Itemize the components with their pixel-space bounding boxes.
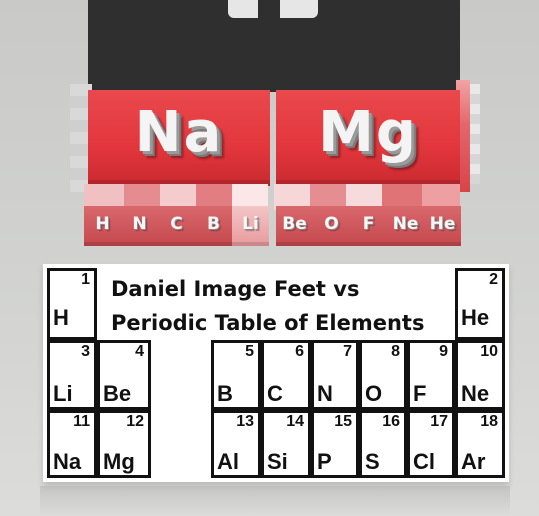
small-tile-label: N (132, 214, 147, 234)
tile-strip-top (84, 184, 460, 210)
small-tile: O (313, 206, 350, 246)
element-cell-cl: 17 Cl (407, 410, 455, 478)
element-cell-ar: 18 Ar (455, 410, 505, 478)
element-cell-na: 11 Na (47, 410, 97, 478)
atomic-number: 10 (480, 343, 498, 360)
atomic-number: 18 (480, 413, 498, 430)
element-symbol: F (413, 381, 427, 406)
small-tile: Be (276, 206, 313, 246)
atomic-number: 1 (81, 271, 90, 288)
small-tile-label: Li (242, 214, 259, 234)
small-tile: H (84, 206, 121, 246)
element-cell-s: 16 S (359, 410, 407, 478)
element-cell-n: 7 N (311, 340, 359, 410)
element-symbol: N (317, 381, 333, 406)
element-cell-b: 5 B (211, 340, 261, 410)
element-symbol: Mg (103, 449, 135, 474)
big-tile-na: Na (88, 90, 270, 186)
element-symbol: S (365, 449, 380, 474)
small-tile-label: B (207, 214, 220, 234)
table-title: Daniel Image Feet vs Periodic Table of E… (111, 272, 455, 340)
element-symbol: P (317, 449, 332, 474)
atomic-number: 13 (236, 413, 254, 430)
atomic-number: 6 (295, 343, 304, 360)
small-tile: B (195, 206, 232, 246)
big-tile-label: Na (134, 100, 224, 165)
element-symbol: H (53, 305, 69, 330)
element-cell-o: 8 O (359, 340, 407, 410)
atomic-number: 14 (286, 413, 304, 430)
element-symbol: Li (53, 381, 73, 406)
small-tile-label: F (362, 214, 375, 234)
element-symbol: Si (267, 449, 288, 474)
small-tile-label: C (170, 214, 183, 234)
atomic-number: 5 (245, 343, 254, 360)
partial-glyph (228, 0, 318, 18)
element-cell-li: 3 Li (47, 340, 97, 410)
element-cell-c: 6 C (261, 340, 311, 410)
element-cell-h: 1 H (47, 268, 97, 340)
title-line-2: Periodic Table of Elements (111, 311, 425, 335)
small-tile: He (424, 206, 461, 246)
small-tile-label: H (95, 214, 110, 234)
floor-reflection (40, 486, 510, 516)
small-tile: Ne (387, 206, 424, 246)
periodic-table-card: Daniel Image Feet vs Periodic Table of E… (43, 264, 509, 482)
atomic-number: 3 (81, 343, 90, 360)
small-tile: N (121, 206, 158, 246)
element-cell-p: 15 P (311, 410, 359, 478)
element-cell-al: 13 Al (211, 410, 261, 478)
small-tile-row: H N C B Li Be O F Ne He (84, 206, 464, 246)
element-symbol: O (365, 381, 383, 406)
element-symbol: Ne (461, 381, 490, 406)
small-tile: C (158, 206, 195, 246)
atomic-number: 16 (382, 413, 400, 430)
atomic-number: 9 (439, 343, 448, 360)
small-tile-label: Ne (392, 214, 419, 234)
atomic-number: 7 (343, 343, 352, 360)
atomic-number: 11 (73, 413, 90, 430)
element-symbol: Be (103, 381, 132, 406)
atomic-number: 17 (430, 413, 448, 430)
atomic-number: 15 (334, 413, 352, 430)
small-tile-label: He (429, 214, 456, 234)
element-cell-mg: 12 Mg (97, 410, 151, 478)
title-line-1: Daniel Image Feet vs (111, 277, 360, 301)
element-symbol: Al (217, 449, 239, 474)
atomic-number: 12 (126, 413, 144, 430)
small-tile-label: O (324, 214, 339, 234)
atomic-number: 4 (135, 343, 144, 360)
element-symbol: Cl (413, 449, 435, 474)
atomic-number: 8 (391, 343, 400, 360)
element-symbol: Na (53, 449, 82, 474)
side-ribbon-right-dots (470, 84, 480, 184)
element-symbol: C (267, 381, 283, 406)
element-cell-he: 2 He (455, 268, 505, 340)
side-ribbon-left (70, 84, 92, 192)
small-tile: F (350, 206, 387, 246)
big-tile-mg: Mg (276, 90, 460, 186)
atomic-number: 2 (489, 271, 498, 288)
element-symbol: B (217, 381, 233, 406)
small-tile: Li (232, 206, 269, 246)
small-tile-label: Be (282, 214, 307, 234)
big-tile-label: Mg (318, 100, 418, 165)
element-symbol: Ar (461, 449, 486, 474)
element-cell-be: 4 Be (97, 340, 151, 410)
element-cell-f: 9 F (407, 340, 455, 410)
element-cell-si: 14 Si (261, 410, 311, 478)
element-symbol: He (461, 305, 490, 330)
element-cell-ne: 10 Ne (455, 340, 505, 410)
